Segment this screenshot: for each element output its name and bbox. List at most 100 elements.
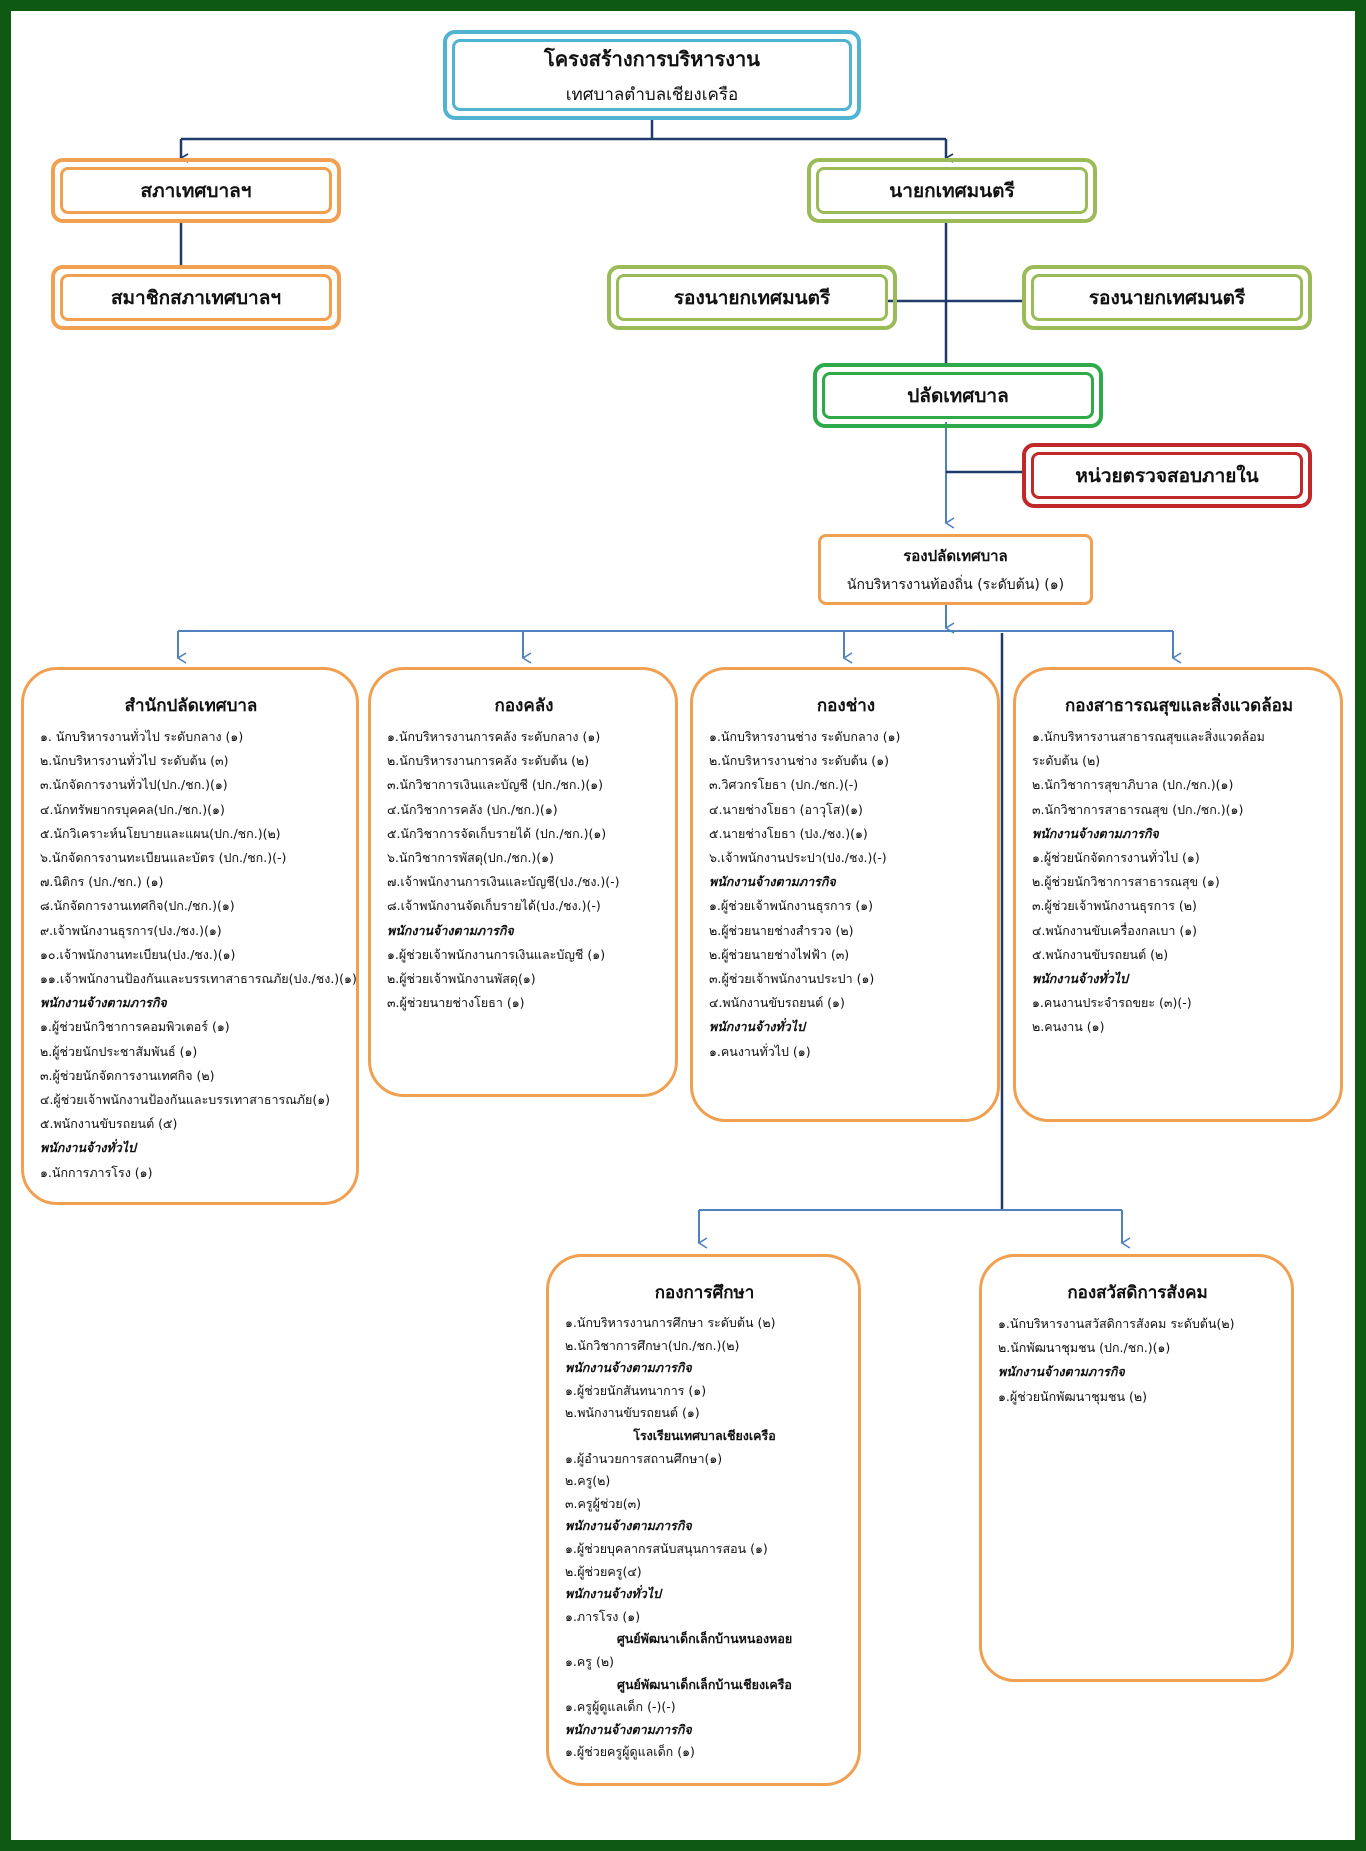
position-item: ๑.นักการภารโรง (๑) bbox=[40, 1164, 153, 1180]
dept-items: ๑.นักบริหารงานการศึกษา ระดับต้น (๒)๒.นัก… bbox=[565, 1312, 844, 1764]
dept-title: กองสาธารณสุขและสิ่งแวดล้อม bbox=[1064, 696, 1294, 716]
position-item: ๓.นักวิชาการสาธารณสุข (ปก./ชก.)(๑) bbox=[1032, 801, 1244, 817]
position-item: ๙.เจ้าพนักงานธุรการ(ปง./ชง.)(๑) bbox=[40, 922, 222, 938]
sub-unit-heading: ศูนย์พัฒนาเด็กเล็กบ้านเชียงเครือ bbox=[617, 1676, 792, 1692]
staff-group-heading: พนักงานจ้างตามภารกิจ bbox=[998, 1364, 1125, 1380]
dept-title: กองสวัสดิการสังคม bbox=[1067, 1283, 1208, 1303]
position-item: ๑.คนงานทั่วไป (๑) bbox=[709, 1043, 811, 1059]
staff-group-heading: พนักงานจ้างทั่วไป bbox=[40, 1140, 136, 1156]
header-box: โครงสร้างการบริหารงาน เทศบาลตำบลเชียงเคร… bbox=[443, 30, 861, 120]
position-item: ๒.ผู้ช่วยเจ้าพนักงานพัสดุ(๑) bbox=[387, 971, 536, 987]
council-members-box: สมาชิกสภาเทศบาลฯ bbox=[51, 265, 341, 330]
position-item: ๕.พนักงานขับรถยนต์ (๒) bbox=[1032, 946, 1169, 962]
dept-items: ๑.นักบริหารงานการคลัง ระดับกลาง (๑) ๒.นัก… bbox=[387, 725, 661, 1015]
deputy-clerk-subtitle: นักบริหารงานท้องถิ่น (ระดับต้น) (๑) bbox=[846, 576, 1065, 593]
position-item: ๓.ผู้ช่วยนักจัดการงานเทศกิจ (๒) bbox=[40, 1067, 215, 1083]
deputy-clerk-title: รองปลัดเทศบาล bbox=[903, 546, 1008, 565]
staff-group-heading: พนักงานจ้างตามภารกิจ bbox=[565, 1518, 692, 1534]
position-item: ๑.นักบริหารงานสาธารณสุขและสิ่งแวดล้อม bbox=[1032, 729, 1265, 744]
sub-unit-heading: ศูนย์พัฒนาเด็กเล็กบ้านหนองหอย bbox=[616, 1631, 793, 1647]
staff-group-heading: พนักงานจ้างตามภารกิจ bbox=[565, 1360, 692, 1376]
position-item: ๘.นักจัดการงานเทศกิจ(ปก./ชก.)(๑) bbox=[40, 898, 235, 914]
position-item: ๔.ผู้ช่วยเจ้าพนักงานป้องกันและบรรเทาสาธา… bbox=[40, 1092, 331, 1108]
position-item: ๑.ผู้ช่วยนักจัดการงานทั่วไป (๑) bbox=[1032, 850, 1200, 866]
position-item: ๑.คนงานประจำรถขยะ (๓)(-) bbox=[1032, 995, 1192, 1011]
dept-social-welfare: กองสวัสดิการสังคม ๑.นักบริหารงานสวัสดิกา… bbox=[979, 1254, 1294, 1682]
audit-box: หน่วยตรวจสอบภายใน bbox=[1022, 443, 1312, 508]
dept-office-of-clerk: สำนักปลัดเทศบาล ๑. นักบริหารงานทั่วไป ระ… bbox=[21, 667, 359, 1205]
position-item: ๒.นักบริหารงานการคลัง ระดับต้น (๒) bbox=[387, 753, 590, 769]
position-item: ๓.ผู้ช่วยนายช่างโยธา (๑) bbox=[387, 995, 525, 1011]
deputy-mayor-left-box: รองนายกเทศมนตรี bbox=[607, 265, 897, 330]
position-item: ๑.ผู้ช่วยนักวิชาการคอมพิวเตอร์ (๑) bbox=[40, 1019, 230, 1035]
position-item: ๓.วิศวกรโยธา (ปก./ชก.)(-) bbox=[709, 777, 859, 793]
position-item: ๘.เจ้าพนักงานจัดเก็บรายได้(ปง./ชง.)(-) bbox=[387, 898, 601, 914]
position-item: ๒.ครู(๒) bbox=[565, 1473, 611, 1489]
staff-group-heading: พนักงานจ้างตามภารกิจ bbox=[387, 922, 514, 938]
org-chart-canvas: โครงสร้างการบริหารงาน เทศบาลตำบลเชียงเคร… bbox=[11, 11, 1355, 1840]
position-item: ๑.นักบริหารงานการคลัง ระดับกลาง (๑) bbox=[387, 729, 601, 744]
position-item: ๗.นิติกร (ปก./ชก.) (๑) bbox=[40, 874, 164, 890]
position-item: ๒.นักวิชาการศึกษา(ปก./ชก.)(๒) bbox=[565, 1337, 740, 1353]
council-members-title: สมาชิกสภาเทศบาลฯ bbox=[60, 274, 332, 321]
position-item: ๖.นักจัดการงานทะเบียนและบัตร (ปก./ชก.)(-… bbox=[40, 850, 287, 866]
staff-group-heading: พนักงานจ้างตามภารกิจ bbox=[565, 1721, 692, 1737]
position-item: ๑.ภารโรง (๑) bbox=[565, 1608, 641, 1624]
dept-items: ๑.นักบริหารงานสาธารณสุขและสิ่งแวดล้อม ระ… bbox=[1032, 725, 1326, 1040]
position-item: ๔.นายช่างโยธา (อาวุโส)(๑) bbox=[709, 801, 863, 817]
position-item: ๓.ผู้ช่วยเจ้าพนักงานประปา (๑) bbox=[709, 971, 875, 987]
dept-items: ๑. นักบริหารงานทั่วไป ระดับกลาง (๑) ๒.นัก… bbox=[40, 725, 357, 1185]
staff-group-heading: พนักงานจ้างตามภารกิจ bbox=[709, 874, 836, 890]
position-item: ๕.นักวิชาการจัดเก็บรายได้ (ปก./ชก.)(๑) bbox=[387, 825, 607, 841]
position-item: ๒.พนักงานขับรถยนต์ (๑) bbox=[565, 1405, 700, 1421]
dept-title: กองคลัง bbox=[494, 696, 554, 716]
connector-lines bbox=[176, 120, 1182, 1249]
position-item: ๒.นักวิชาการสุขาภิบาล (ปก./ชก.)(๑) bbox=[1032, 777, 1234, 793]
position-item: ๒.นักบริหารงานช่าง ระดับต้น (๑) bbox=[709, 753, 889, 769]
dept-title: กองการศึกษา bbox=[654, 1283, 755, 1303]
position-item: ๑.ผู้ช่วยนักสันทนาการ (๑) bbox=[565, 1382, 707, 1398]
position-item: ๒.ผู้ช่วยนักวิชาการสาธารณสุข (๑) bbox=[1032, 874, 1220, 890]
position-item: ๖.นักวิชาการพัสดุ(ปก./ชก.)(๑) bbox=[387, 850, 554, 866]
position-item: ๑.นักบริหารงานช่าง ระดับกลาง (๑) bbox=[709, 729, 901, 744]
position-item: ๒.ผู้ช่วยนายช่างไฟฟ้า (๓) bbox=[709, 946, 850, 962]
position-item: ๔.พนักงานขับเครื่องกลเบา (๑) bbox=[1032, 922, 1198, 938]
position-item: ๓.นักวิชาการเงินและบัญชี (ปก./ชก.)(๑) bbox=[387, 777, 604, 793]
position-item: ๑.ผู้อำนวยการสถานศึกษา(๑) bbox=[565, 1450, 723, 1466]
position-item: ๑.ครู (๒) bbox=[565, 1653, 614, 1669]
position-item: ๓.นักจัดการงานทั่วไป(ปก./ชก.)(๑) bbox=[40, 777, 228, 793]
position-item: ๒.นักบริหารงานทั่วไป ระดับต้น (๓) bbox=[40, 753, 229, 769]
position-item: ๑.ผู้ช่วยเจ้าพนักงานการเงินและบัญชี (๑) bbox=[387, 946, 606, 962]
position-item: ๒.ผู้ช่วยนักประชาสัมพันธ์ (๑) bbox=[40, 1043, 198, 1059]
staff-group-heading: พนักงานจ้างทั่วไป bbox=[1032, 971, 1128, 987]
position-item: ๕.พนักงานขับรถยนต์ (๕) bbox=[40, 1116, 178, 1132]
position-item: ๔.นักวิชาการคลัง (ปก./ชก.)(๑) bbox=[387, 801, 558, 817]
council-box: สภาเทศบาลฯ bbox=[51, 158, 341, 223]
mayor-title: นายกเทศมนตรี bbox=[816, 167, 1088, 214]
staff-group-heading: พนักงานจ้างตามภารกิจ bbox=[1032, 825, 1159, 841]
position-item: ๒.นักพัฒนาชุมชน (ปก./ชก.)(๑) bbox=[998, 1340, 1171, 1356]
deputy-clerk-box: รองปลัดเทศบาล นักบริหารงานท้องถิ่น (ระดั… bbox=[818, 534, 1093, 605]
council-title: สภาเทศบาลฯ bbox=[60, 167, 332, 214]
dept-title: สำนักปลัดเทศบาล bbox=[124, 696, 258, 716]
mayor-box: นายกเทศมนตรี bbox=[807, 158, 1097, 223]
position-item: ๑.ผู้ช่วยครูผู้ดูแลเด็ก (๑) bbox=[565, 1744, 695, 1760]
deputy-mayor-right-title: รองนายกเทศมนตรี bbox=[1031, 274, 1303, 321]
clerk-title: ปลัดเทศบาล bbox=[822, 372, 1094, 419]
position-item: ๑๐.เจ้าพนักงานทะเบียน(ปง./ชง.)(๑) bbox=[40, 946, 236, 962]
dept-finance: กองคลัง ๑.นักบริหารงานการคลัง ระดับกลาง … bbox=[368, 667, 678, 1097]
position-item: ๑.ครูผู้ดูแลเด็ก (-)(-) bbox=[565, 1699, 676, 1715]
deputy-mayor-right-box: รองนายกเทศมนตรี bbox=[1022, 265, 1312, 330]
position-item: ๒.ผู้ช่วยนายช่างสำรวจ (๒) bbox=[709, 922, 854, 938]
header-title: โครงสร้างการบริหารงาน bbox=[544, 46, 760, 71]
dept-public-health: กองสาธารณสุขและสิ่งแวดล้อม ๑.นักบริหารงา… bbox=[1013, 667, 1343, 1122]
position-item: ๑. นักบริหารงานทั่วไป ระดับกลาง (๑) bbox=[40, 729, 244, 744]
position-item: ๒.ผู้ช่วยครู(๔) bbox=[565, 1563, 642, 1579]
position-item: ๑.ผู้ช่วยเจ้าพนักงานธุรการ (๑) bbox=[709, 898, 874, 914]
dept-items: ๑.นักบริหารงานช่าง ระดับกลาง (๑) ๒.นักบริ… bbox=[709, 725, 983, 1064]
position-item: ๒.คนงาน (๑) bbox=[1032, 1019, 1105, 1035]
dept-engineering: กองช่าง ๑.นักบริหารงานช่าง ระดับกลาง (๑)… bbox=[690, 667, 1000, 1122]
staff-group-heading: พนักงานจ้างทั่วไป bbox=[709, 1019, 805, 1035]
position-item: ๔.นักทรัพยากรบุคคล(ปก./ชก.)(๑) bbox=[40, 801, 225, 817]
dept-items: ๑.นักบริหารงานสวัสดิการสังคม ระดับต้น(๒)… bbox=[998, 1312, 1277, 1409]
